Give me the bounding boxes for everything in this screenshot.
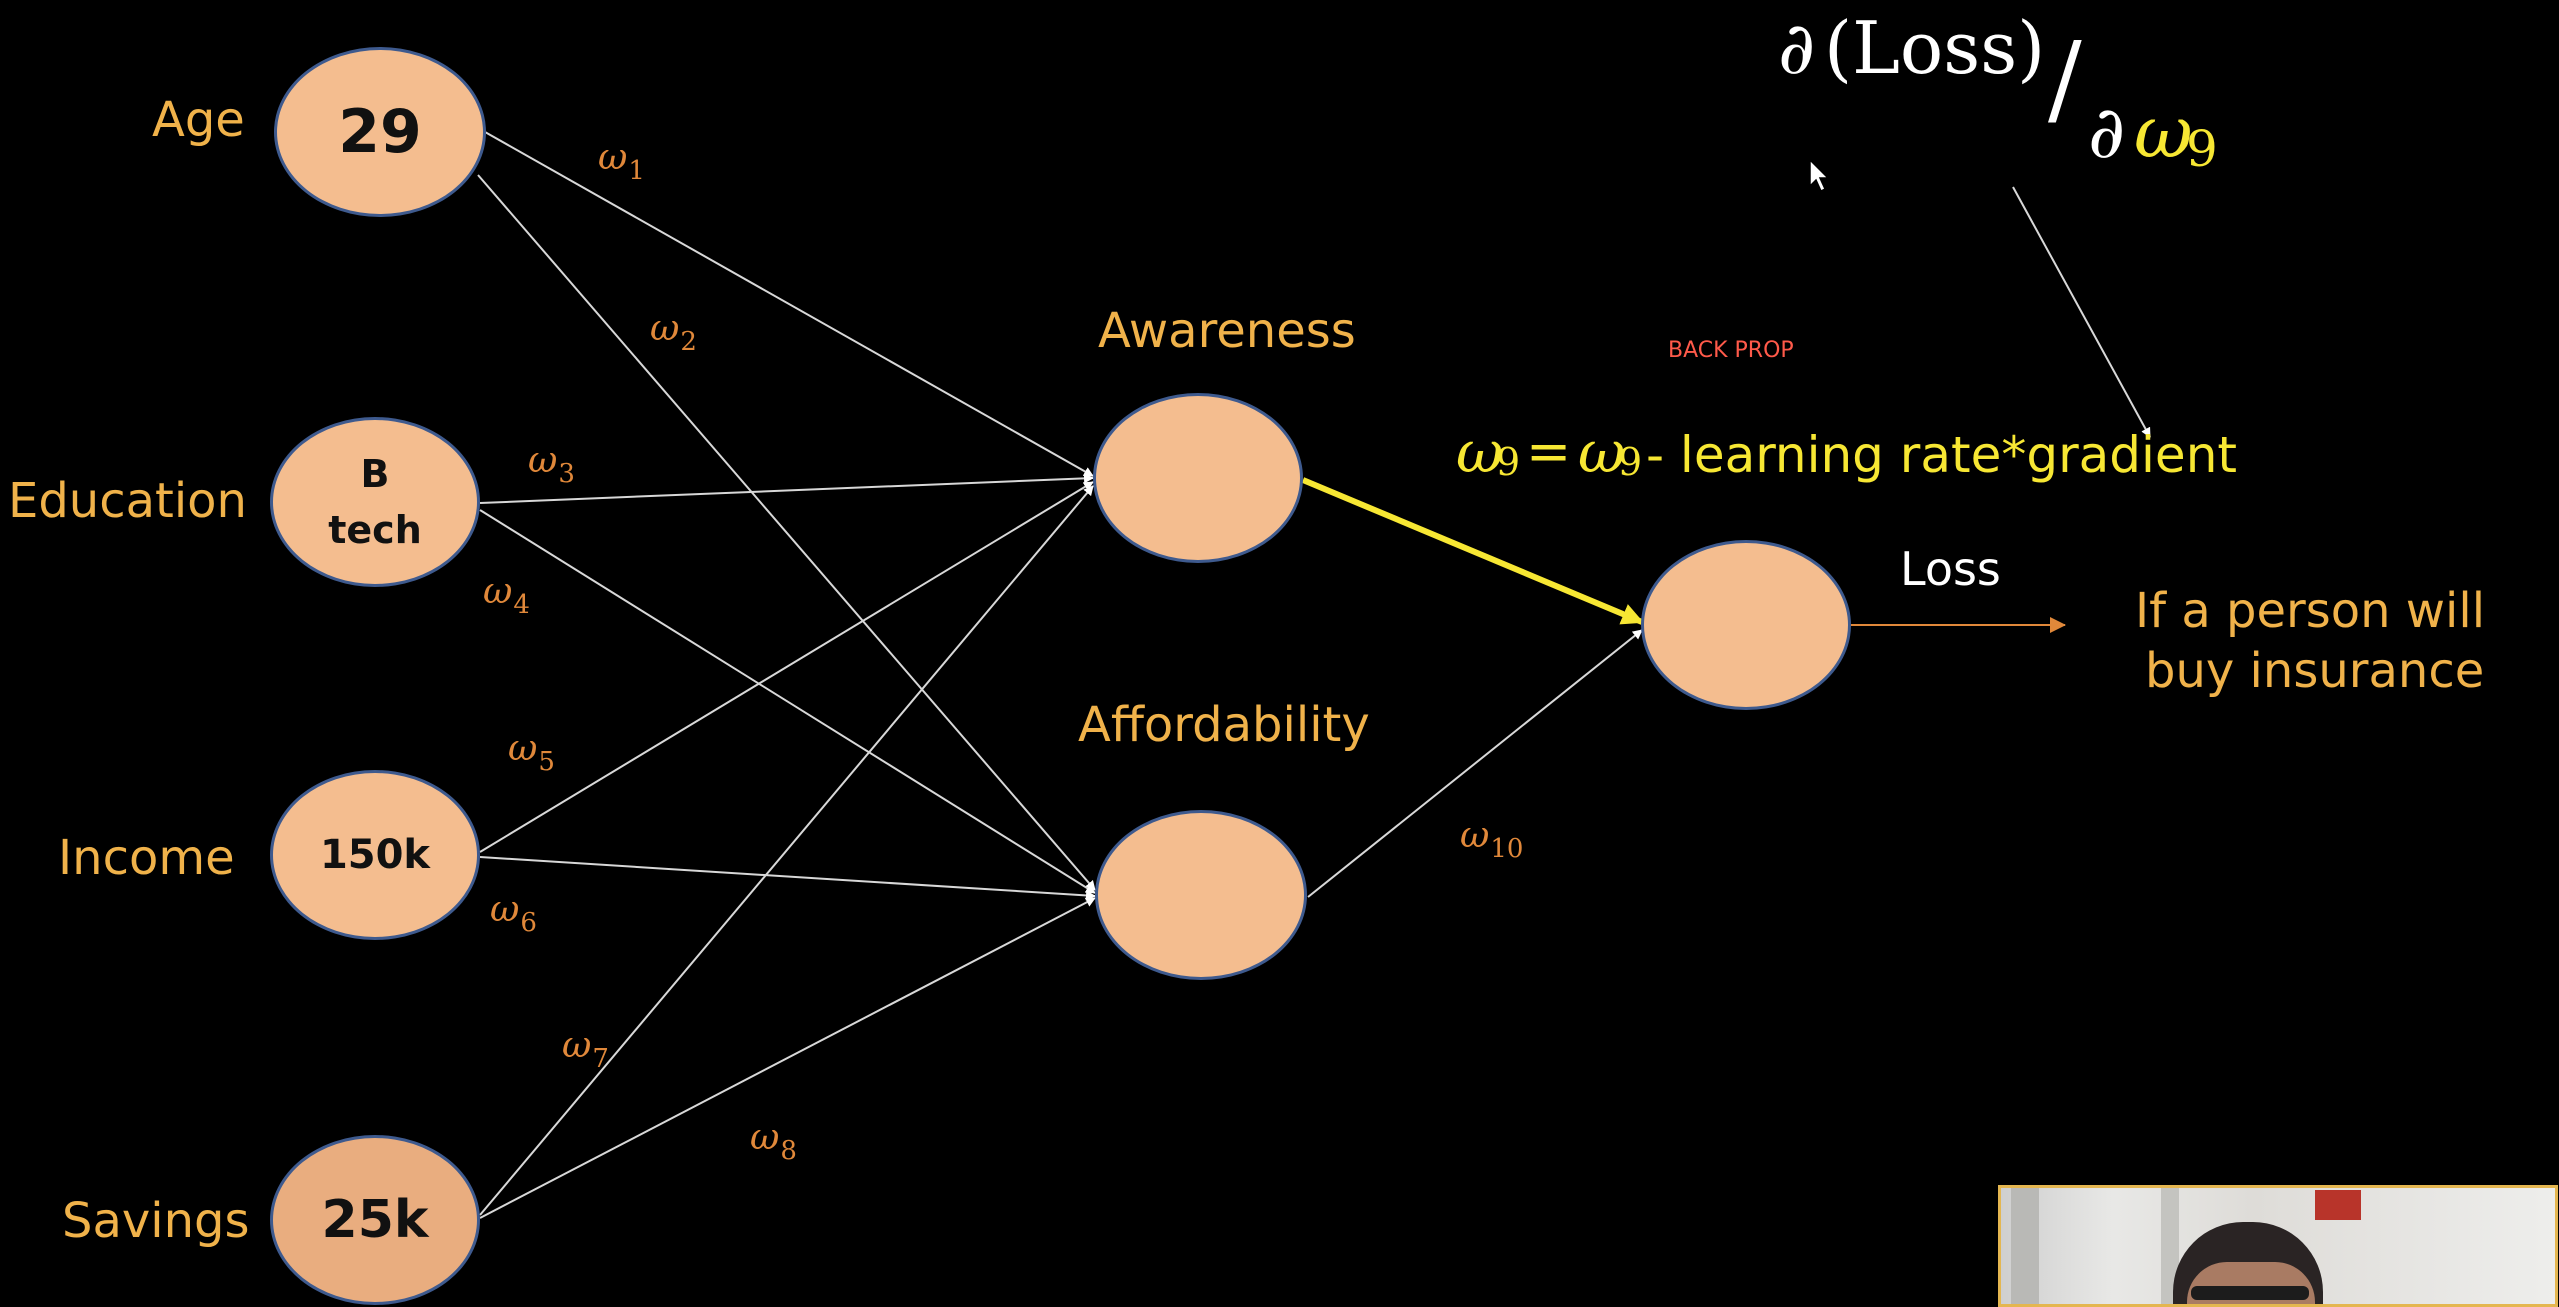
- update-lhs-sub: 9: [1496, 440, 1521, 484]
- webcam-overlay: [1998, 1185, 2558, 1307]
- webcam-glasses: [2191, 1286, 2309, 1300]
- edge-education-awareness: [479, 473, 1094, 504]
- edge-savings-awareness: [479, 485, 1094, 1216]
- output-result-line2: buy insurance: [2145, 643, 2485, 699]
- input-label-age: Age: [152, 92, 245, 148]
- edge-age-affordability: [477, 174, 1096, 891]
- weight-w4: ω4: [483, 571, 530, 620]
- edge-affordability-output: [1307, 629, 1643, 898]
- weight-w5: ω5: [508, 728, 555, 777]
- webcam-poster: [2315, 1190, 2361, 1220]
- weight-w3: ω3: [528, 440, 575, 489]
- gradient-partial-numerator: ∂: [1778, 6, 1816, 90]
- input-node-age: 29: [274, 47, 486, 217]
- output-loss-label: Loss: [1900, 542, 2001, 596]
- input-node-education: B tech: [270, 417, 480, 587]
- update-rhs-sub: 9: [1618, 440, 1643, 484]
- weight-w6: ω6: [490, 889, 537, 938]
- edge-awareness-output-highlight: [1301, 477, 1644, 625]
- gradient-notation: ∂ (Loss) / ∂ ω 9: [1778, 2, 2258, 182]
- edge-education-affordability: [479, 509, 1096, 894]
- weight-w10: ω10: [1460, 815, 1524, 864]
- weight-w1: ω1: [598, 137, 645, 186]
- input-value-age: 29: [338, 97, 422, 167]
- gradient-omega-sub: 9: [2186, 120, 2218, 178]
- gradient-omega: ω: [2134, 90, 2193, 174]
- edge-income-affordability: [479, 856, 1096, 901]
- update-rhs-omega: ω: [1578, 418, 1626, 486]
- back-prop-label: BACK PROP: [1668, 338, 1794, 363]
- weight-w8: ω8: [750, 1117, 797, 1166]
- hidden-node-affordability: [1095, 810, 1307, 980]
- hidden-label-awareness: Awareness: [1098, 303, 1356, 359]
- gradient-slash: /: [2048, 20, 2082, 137]
- update-equals: =: [1526, 420, 1572, 483]
- input-label-savings: Savings: [62, 1193, 250, 1249]
- input-value-income: 150k: [319, 832, 431, 878]
- update-rule: ω 9 = ω 9 - learning rate*gradient: [1456, 418, 2306, 498]
- input-value-education-line2: tech: [328, 508, 422, 552]
- output-result-line1: If a person will: [2135, 583, 2486, 639]
- gradient-partial-denominator: ∂: [2088, 90, 2126, 174]
- mouse-cursor-icon: [1809, 158, 1830, 193]
- input-value-education-line1: B: [360, 452, 390, 496]
- input-node-savings: 25k: [270, 1135, 480, 1305]
- hidden-label-affordability: Affordability: [1078, 697, 1370, 753]
- update-rule-text: - learning rate*gradient: [1646, 426, 2237, 484]
- webcam-person-face: [2187, 1262, 2315, 1304]
- gradient-pointer-arrow: [2012, 186, 2151, 438]
- output-node: [1641, 540, 1851, 710]
- edge-income-awareness: [479, 481, 1094, 853]
- update-lhs-omega: ω: [1456, 418, 1504, 486]
- input-label-education: Education: [8, 473, 247, 529]
- weight-w7: ω7: [562, 1025, 609, 1074]
- input-value-savings: 25k: [321, 1190, 429, 1250]
- edge-savings-affordability: [479, 897, 1096, 1219]
- input-node-income: 150k: [270, 770, 480, 940]
- input-label-income: Income: [58, 830, 235, 886]
- weight-w2: ω2: [650, 308, 697, 357]
- webcam-door-frame: [2011, 1188, 2039, 1304]
- edge-age-awareness: [484, 131, 1094, 477]
- gradient-loss: (Loss): [1824, 6, 2046, 90]
- hidden-node-awareness: [1093, 393, 1303, 563]
